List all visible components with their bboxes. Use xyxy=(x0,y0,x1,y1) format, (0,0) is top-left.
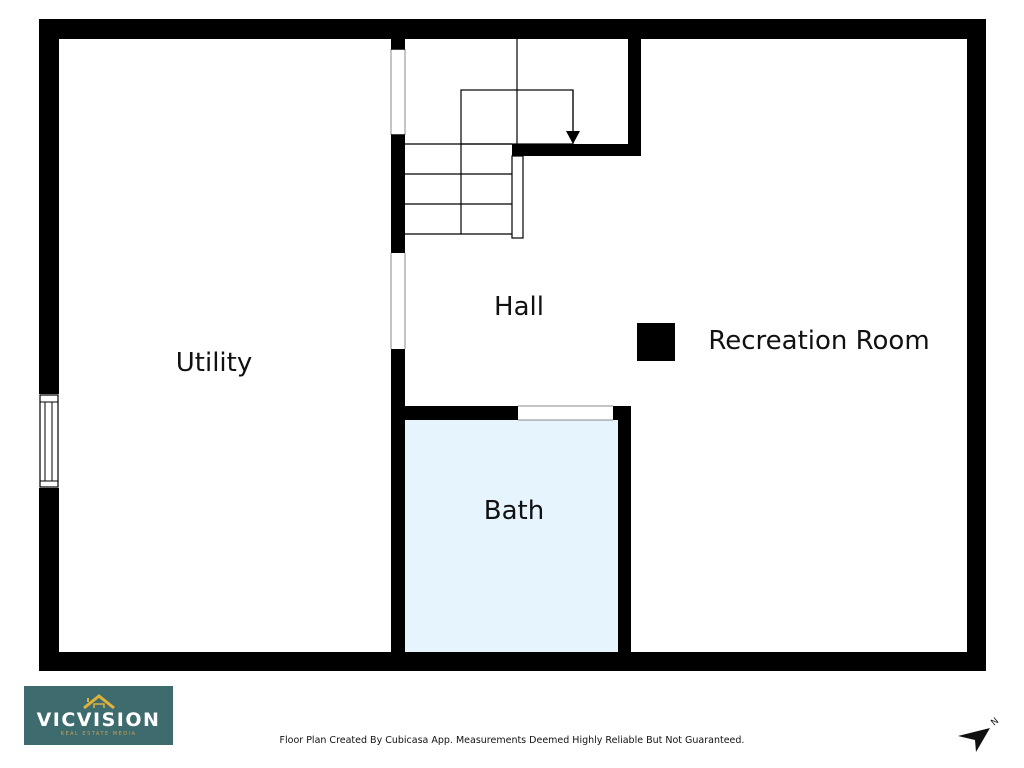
stair-direction-arrowhead xyxy=(566,131,580,144)
logo-name: VICVISION xyxy=(36,709,161,731)
outer-wall-bottom xyxy=(39,652,986,671)
bath-floor xyxy=(404,420,618,652)
logo-tagline: REAL ESTATE MEDIA xyxy=(60,731,137,737)
bath-wall-top-left xyxy=(391,406,518,420)
door-jambs xyxy=(391,48,405,136)
room-label-bath: Bath xyxy=(484,496,544,526)
stair-wall-right xyxy=(628,39,641,156)
outer-walls xyxy=(39,19,986,671)
utility-wall-mid xyxy=(391,135,405,253)
window-left-wall xyxy=(39,394,59,488)
interior-walls xyxy=(391,39,675,652)
outer-wall-top xyxy=(39,19,986,39)
north-arrow-icon: N xyxy=(958,716,1002,752)
house-roof-icon xyxy=(83,694,115,710)
door-openings xyxy=(390,49,613,421)
room-label-recreation: Recreation Room xyxy=(708,326,929,356)
outer-wall-left xyxy=(39,19,59,671)
bath-wall-right xyxy=(618,406,631,652)
north-arrow-label: N xyxy=(990,716,1002,728)
support-column xyxy=(637,323,675,361)
room-label-hall: Hall xyxy=(494,292,544,322)
utility-wall-bottom xyxy=(391,349,405,652)
outer-wall-right xyxy=(967,19,986,671)
vicvision-logo: VICVISION REAL ESTATE MEDIA xyxy=(24,686,173,745)
room-label-utility: Utility xyxy=(176,348,252,378)
disclaimer-text: Floor Plan Created By Cubicasa App. Meas… xyxy=(279,735,745,746)
stairs xyxy=(405,39,574,239)
utility-wall-top xyxy=(391,39,405,49)
stair-wall-bottom xyxy=(512,144,641,156)
